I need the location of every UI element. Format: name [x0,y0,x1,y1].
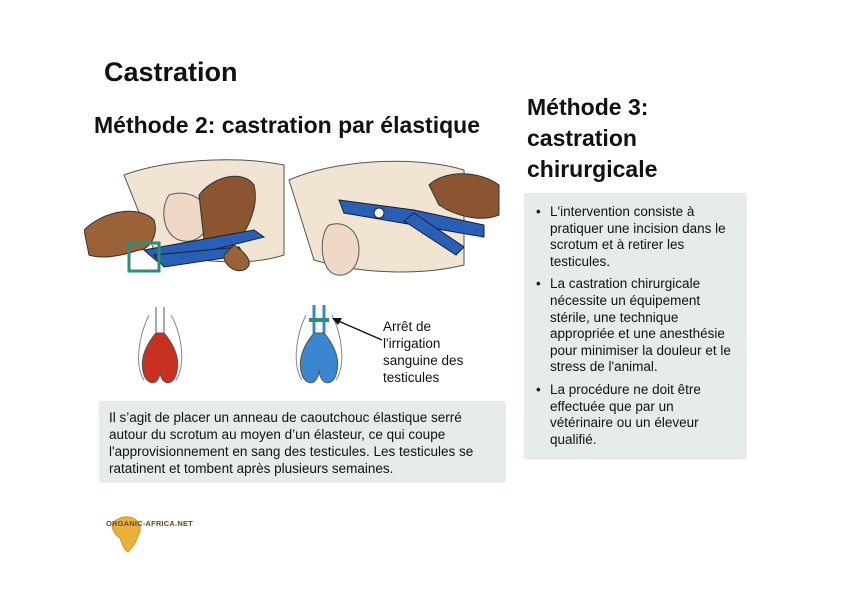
right-panel-drawing [288,160,500,276]
method3-bullet-list: •L'intervention consiste à pratiquer une… [536,204,733,448]
method2-description-box: Il s’agit de placer un anneau de caoutch… [99,401,504,481]
africa-map-icon [111,516,141,553]
testis-red-diagram [138,307,183,384]
bullet-item: •La procédure ne doit être effectuée que… [536,381,701,447]
bullet-item: •La castration chirurgicale nécessite un… [536,276,731,375]
testis-blue-diagram [295,305,383,384]
method2-description: Il s’agit de placer un anneau de caoutch… [109,410,474,476]
logo-text: ORGANIC-AFRICA.NET [106,519,193,528]
bullet-icon: • [536,276,541,292]
left-panel-drawing [84,159,285,273]
bullet-item: •L'intervention consiste à pratiquer une… [536,204,726,269]
method3-bullets-box: •L'intervention consiste à pratiquer une… [524,193,745,458]
bullet-icon: • [536,381,541,397]
method3-title: Méthode 3: castration chirurgicale [527,94,658,182]
bullet-icon: • [536,204,541,219]
annotation-label: Arrêt de l'irrigation sanguine des testi… [383,319,464,385]
page-title: Castration [104,57,238,87]
method2-title: Méthode 2: castration par élastique [94,112,480,138]
elastrator-illustration [84,159,500,384]
